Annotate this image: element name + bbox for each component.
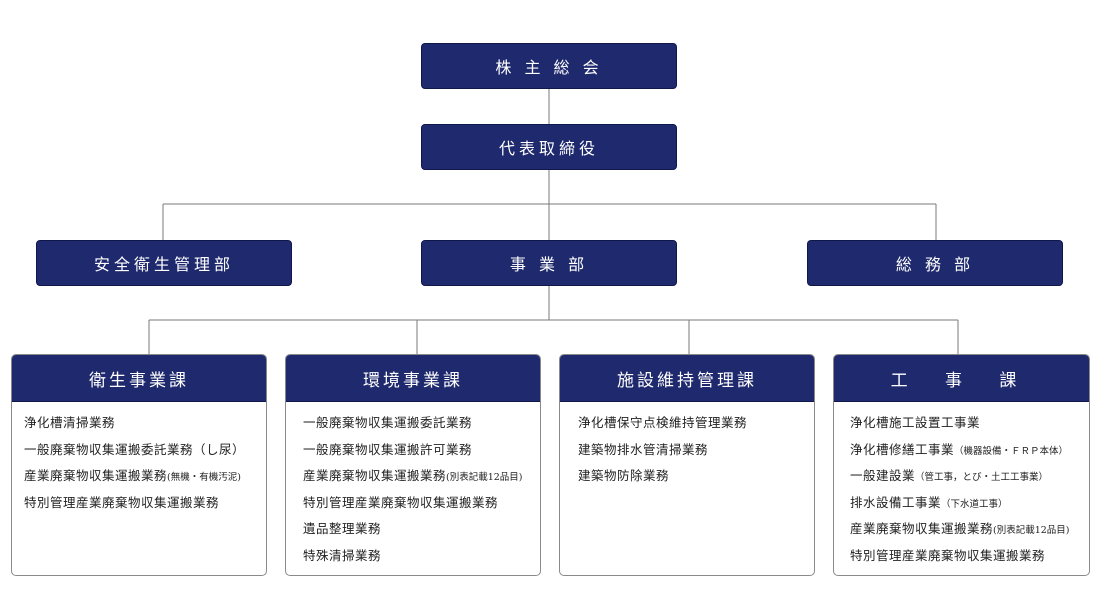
business-dept-label: 事 業 部 [509,255,589,274]
section-item-list: 浄化槽清掃業務 一般廃棄物収集運搬委託業務（し尿） 産業廃棄物収集運搬業務(無機… [12,402,266,517]
list-item: 一般廃棄物収集運搬委託業務（し尿） [24,441,246,457]
section-title: 衛生事業課 [12,355,266,402]
list-item: 特別管理産業廃棄物収集運搬業務 [303,494,499,510]
safety-health-dept-box: 安全衛生管理部 [36,240,292,286]
list-item: 産業廃棄物収集運搬業務(別表記載12品目) [303,468,523,483]
list-item: 特別管理産業廃棄物収集運搬業務 [850,547,1046,563]
section-facility-maintenance-box: 施設維持管理課 浄化槽保守点検維持管理業務 建築物排水管清掃業務 建築物防除業務 [559,354,815,576]
list-item: 浄化槽修繕工事業（機器設備・ＦＲＰ本体） [850,441,1069,457]
list-item: 産業廃棄物収集運搬業務(別表記載12品目) [850,521,1070,536]
section-hygiene-box: 衛生事業課 浄化槽清掃業務 一般廃棄物収集運搬委託業務（し尿） 産業廃棄物収集運… [11,354,267,576]
business-dept-box: 事 業 部 [421,240,677,286]
list-item: 特殊清掃業務 [303,547,382,563]
section-title: 施設維持管理課 [560,355,814,402]
list-item: 一般建設業（管工事，とび・土工工事業） [850,468,1049,483]
section-item-list: 浄化槽保守点検維持管理業務 建築物排水管清掃業務 建築物防除業務 [560,402,814,491]
representative-director-label: 代表取締役 [498,139,599,158]
section-item-list: 浄化槽施工設置工事業 浄化槽修繕工事業（機器設備・ＦＲＰ本体） 一般建設業（管工… [834,402,1089,570]
list-item: 遺品整理業務 [303,521,382,536]
list-item: 建築物防除業務 [578,468,670,483]
list-item: 排水設備工事業（下水道工事） [850,494,1008,510]
section-title: 工 事 課 [834,355,1089,402]
section-title: 環境事業課 [286,355,540,402]
list-item: 浄化槽施工設置工事業 [850,415,981,430]
shareholders-meeting-box: 株 主 総 会 [421,43,677,89]
list-item: 一般廃棄物収集運搬委託業務 [303,415,473,430]
general-affairs-dept-label: 総 務 部 [895,255,975,274]
representative-director-box: 代表取締役 [421,124,677,170]
list-item: 一般廃棄物収集運搬許可業務 [303,441,473,457]
section-item-list: 一般廃棄物収集運搬委託業務 一般廃棄物収集運搬許可業務 産業廃棄物収集運搬業務(… [286,402,540,570]
safety-health-dept-label: 安全衛生管理部 [93,255,234,274]
list-item: 建築物排水管清掃業務 [578,441,709,457]
shareholders-meeting-label: 株 主 総 会 [495,58,603,77]
list-item: 産業廃棄物収集運搬業務(無機・有機汚泥) [24,468,241,483]
section-environment-box: 環境事業課 一般廃棄物収集運搬委託業務 一般廃棄物収集運搬許可業務 産業廃棄物収… [285,354,541,576]
list-item: 特別管理産業廃棄物収集運搬業務 [24,494,220,510]
section-construction-box: 工 事 課 浄化槽施工設置工事業 浄化槽修繕工事業（機器設備・ＦＲＰ本体） 一般… [833,354,1090,576]
general-affairs-dept-box: 総 務 部 [807,240,1063,286]
list-item: 浄化槽清掃業務 [24,415,116,430]
list-item: 浄化槽保守点検維持管理業務 [578,415,748,430]
